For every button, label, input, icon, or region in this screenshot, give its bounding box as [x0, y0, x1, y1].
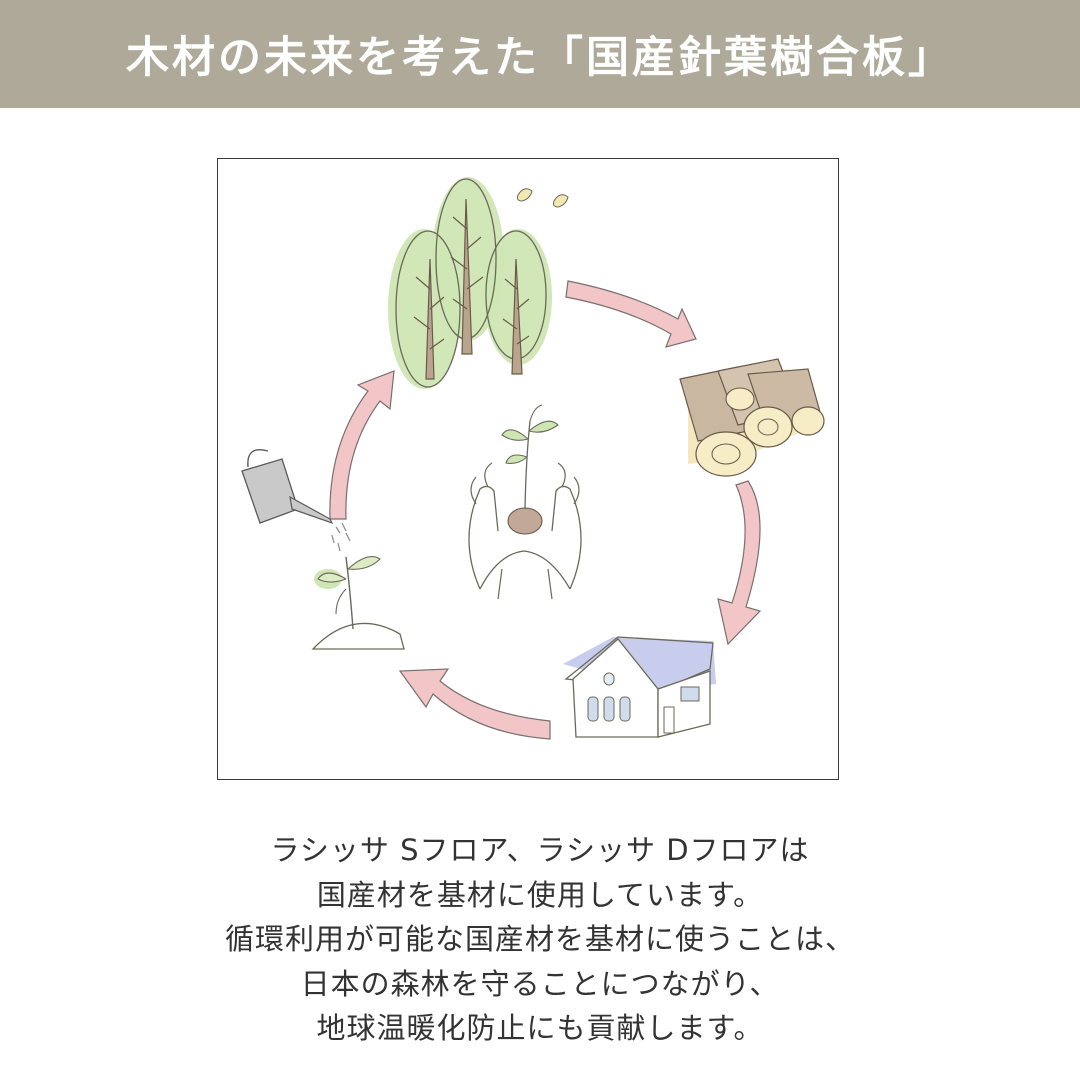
cycle-arrow-icon — [565, 280, 697, 348]
sprout-on-mound-icon — [311, 556, 405, 650]
cycle-arrow-icon — [398, 668, 551, 740]
illustration-svg — [241, 177, 825, 740]
cycle-arrow-icon — [329, 370, 395, 520]
description-line: 日本の森林を守ることにつながり、 — [300, 966, 780, 1001]
description-text: ラシッサ Sフロア、ラシッサ Dフロアは 国産材を基材に使用しています。 循環利… — [0, 828, 1080, 1051]
description-line: 循環利用が可能な国産材を基材に使うことは、 — [224, 922, 855, 956]
house-icon — [563, 636, 716, 738]
description-line: ラシッサ Sフロア、ラシッサ Dフロアは — [270, 833, 810, 867]
tree-forest-icon — [388, 177, 552, 389]
page-title: 木材の未来を考えた「国産針葉樹合板」 — [126, 33, 954, 83]
description-line: 国産材を基材に使用しています。 — [316, 877, 764, 912]
logs-icon — [679, 358, 825, 477]
description-line: 地球温暖化防止にも貢献します。 — [316, 1011, 764, 1045]
header-band: 木材の未来を考えた「国産針葉樹合板」 — [0, 0, 1080, 108]
birds-icon — [517, 188, 569, 208]
wood-cycle-illustration — [217, 158, 839, 780]
cycle-arrow-icon — [717, 480, 762, 646]
watering-can-icon — [241, 449, 351, 552]
hands-holding-seedling-icon — [468, 404, 582, 600]
